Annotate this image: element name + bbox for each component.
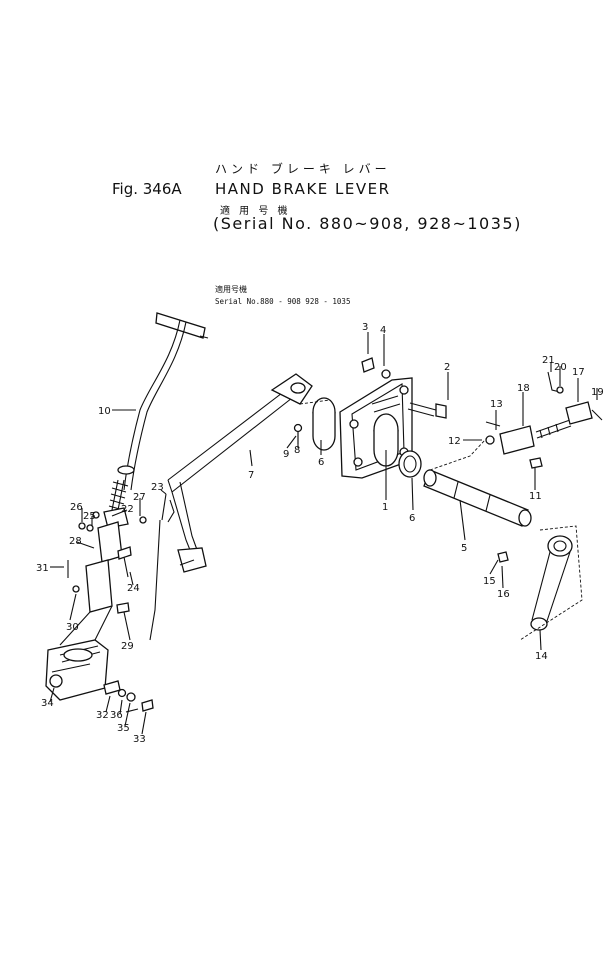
callout-34: 34: [41, 698, 54, 709]
clevis-assembly-parts: [485, 371, 603, 469]
callout-16: 16: [497, 589, 510, 600]
callout-27: 27: [133, 492, 146, 503]
callout-13: 13: [490, 399, 503, 410]
linkage-rod-part: [149, 373, 313, 641]
bracket-plate-part: [339, 377, 413, 479]
callout-6a: 6: [318, 457, 324, 468]
bushing-parts: [312, 397, 422, 478]
serial-label-japanese: 適 用 号 機: [220, 206, 291, 217]
callout-19: 19: [591, 387, 604, 398]
arm-part: [497, 535, 573, 631]
callout-35: 35: [117, 723, 130, 734]
figure-number: Fig. 346A: [112, 180, 182, 198]
shaft-part: [423, 469, 532, 527]
callout-5: 5: [461, 543, 467, 554]
page-title: HAND BRAKE LEVER: [215, 180, 391, 198]
callout-21: 21: [542, 355, 555, 366]
callout-25: 25: [83, 511, 96, 522]
brake-cable-line: [299, 399, 583, 641]
callout-15: 15: [483, 576, 496, 587]
callout-17: 17: [572, 367, 585, 378]
callout-8: 8: [294, 445, 300, 456]
callout-9: 9: [283, 449, 289, 460]
callout-10: 10: [98, 406, 111, 417]
diagram-subheader-serial: Serial No.880 - 908 928 - 1035: [215, 297, 351, 306]
callout-1: 1: [382, 502, 388, 513]
serial-range: (Serial No. 880~908, 928~1035): [213, 214, 522, 233]
lower-lever-bracket-assembly: [45, 493, 175, 713]
callout-12: 12: [448, 436, 461, 447]
callout-36: 36: [110, 710, 123, 721]
callout-14: 14: [535, 651, 548, 662]
callout-28: 28: [69, 536, 82, 547]
diagram-subheader-japanese: 適用号機: [215, 285, 247, 294]
callout-23: 23: [151, 482, 164, 493]
title-japanese: ハンド ブレーキ レバー: [215, 162, 391, 176]
callout-29: 29: [121, 641, 134, 652]
hand-lever-part: [108, 312, 206, 521]
callout-2: 2: [444, 362, 450, 373]
callout-7: 7: [248, 470, 254, 481]
callout-30: 30: [66, 622, 79, 633]
callout-leader-lines: [49, 332, 598, 735]
callout-20: 20: [554, 362, 567, 373]
callout-32: 32: [96, 710, 109, 721]
callout-4: 4: [380, 325, 386, 336]
callout-24: 24: [127, 583, 140, 594]
callout-22: 22: [121, 504, 134, 515]
callout-3: 3: [362, 322, 368, 333]
small-hardware-parts: [293, 357, 447, 448]
callout-11: 11: [529, 491, 542, 502]
callout-numbers: 1 2 3 4 5 6 6 7 8 9 10 11 12 13 14 15 16…: [36, 322, 604, 745]
callout-31: 31: [36, 563, 49, 574]
callout-26: 26: [70, 502, 83, 513]
callout-18: 18: [517, 383, 530, 394]
callout-6b: 6: [409, 513, 415, 524]
callout-33: 33: [133, 734, 146, 745]
